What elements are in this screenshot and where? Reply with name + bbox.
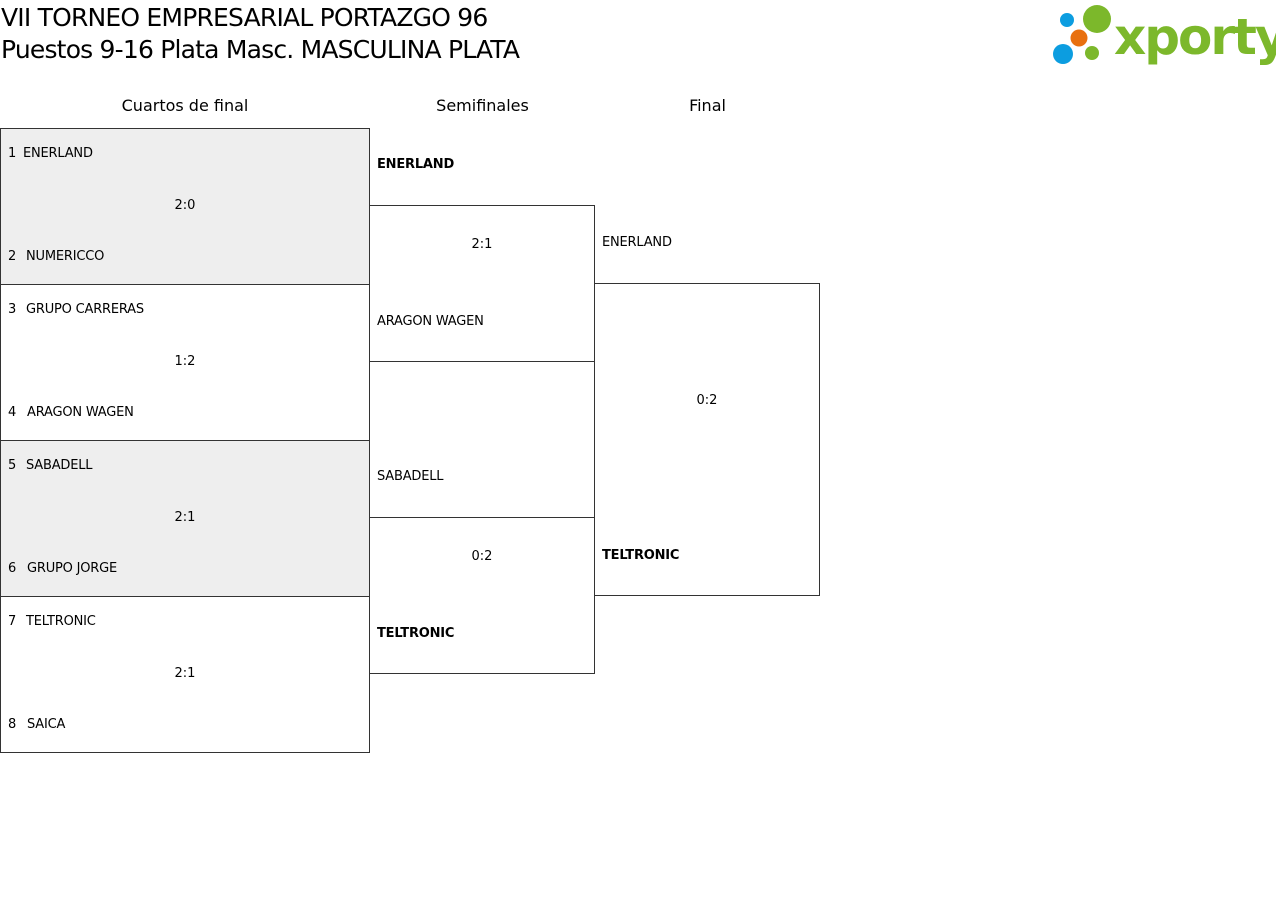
match-score: 2:1 — [471, 237, 493, 252]
final-team-1: ENERLAND — [602, 235, 672, 250]
team-name: SAICA — [27, 717, 66, 732]
round-header-quarterfinals: Cuartos de final — [121, 96, 249, 115]
seed: 3 — [8, 302, 17, 317]
semifinal-2-team-2: TELTRONIC — [377, 626, 455, 641]
quarterfinal-match-2[interactable]: 3 GRUPO CARRERAS 1:2 4 ARAGON WAGEN — [0, 284, 370, 441]
semifinal-1-team-2: ARAGON WAGEN — [377, 314, 484, 329]
final-team-2: TELTRONIC — [602, 548, 680, 563]
semifinal-1-team-1: ENERLAND — [377, 157, 455, 172]
seed: 7 — [8, 614, 17, 629]
semifinal-2-team-1: SABADELL — [377, 469, 444, 484]
team-name: NUMERICCO — [26, 249, 105, 264]
team-name: ENERLAND — [23, 146, 93, 161]
xporty-logo: xporty — [1050, 4, 1280, 66]
team-name: TELTRONIC — [26, 614, 96, 629]
team-name: SABADELL — [26, 458, 93, 473]
match-score: 0:2 — [696, 393, 718, 408]
seed: 6 — [8, 561, 17, 576]
match-score: 2:1 — [174, 666, 196, 681]
match-score: 2:0 — [174, 198, 196, 213]
seed: 4 — [8, 405, 17, 420]
match-score: 0:2 — [471, 549, 493, 564]
seed: 2 — [8, 249, 17, 264]
quarterfinal-match-3[interactable]: 5 SABADELL 2:1 6 GRUPO JORGE — [0, 440, 370, 597]
seed: 5 — [8, 458, 17, 473]
page-title: VII TORNEO EMPRESARIAL PORTAZGO 96 — [1, 3, 488, 32]
team-name: GRUPO CARRERAS — [26, 302, 144, 317]
page-subtitle: Puestos 9-16 Plata Masc. MASCULINA PLATA — [1, 35, 520, 64]
semifinal-match-2[interactable]: 0:2 TELTRONIC — [369, 517, 595, 674]
seed: 1 — [8, 146, 17, 161]
semifinal-match-1[interactable]: 2:1 ARAGON WAGEN — [369, 205, 595, 362]
round-header-semifinals: Semifinales — [436, 96, 529, 115]
team-name: ARAGON WAGEN — [27, 405, 134, 420]
quarterfinal-match-4[interactable]: 7 TELTRONIC 2:1 8 SAICA — [0, 596, 370, 753]
final-match[interactable]: 0:2 TELTRONIC — [594, 283, 820, 596]
team-name: GRUPO JORGE — [27, 561, 118, 576]
match-score: 1:2 — [174, 354, 196, 369]
svg-text:xporty: xporty — [1114, 8, 1276, 66]
match-score: 2:1 — [174, 510, 196, 525]
seed: 8 — [8, 717, 17, 732]
round-header-final: Final — [689, 96, 726, 115]
quarterfinal-match-1[interactable]: 1 ENERLAND 2:0 2 NUMERICCO — [0, 128, 370, 285]
